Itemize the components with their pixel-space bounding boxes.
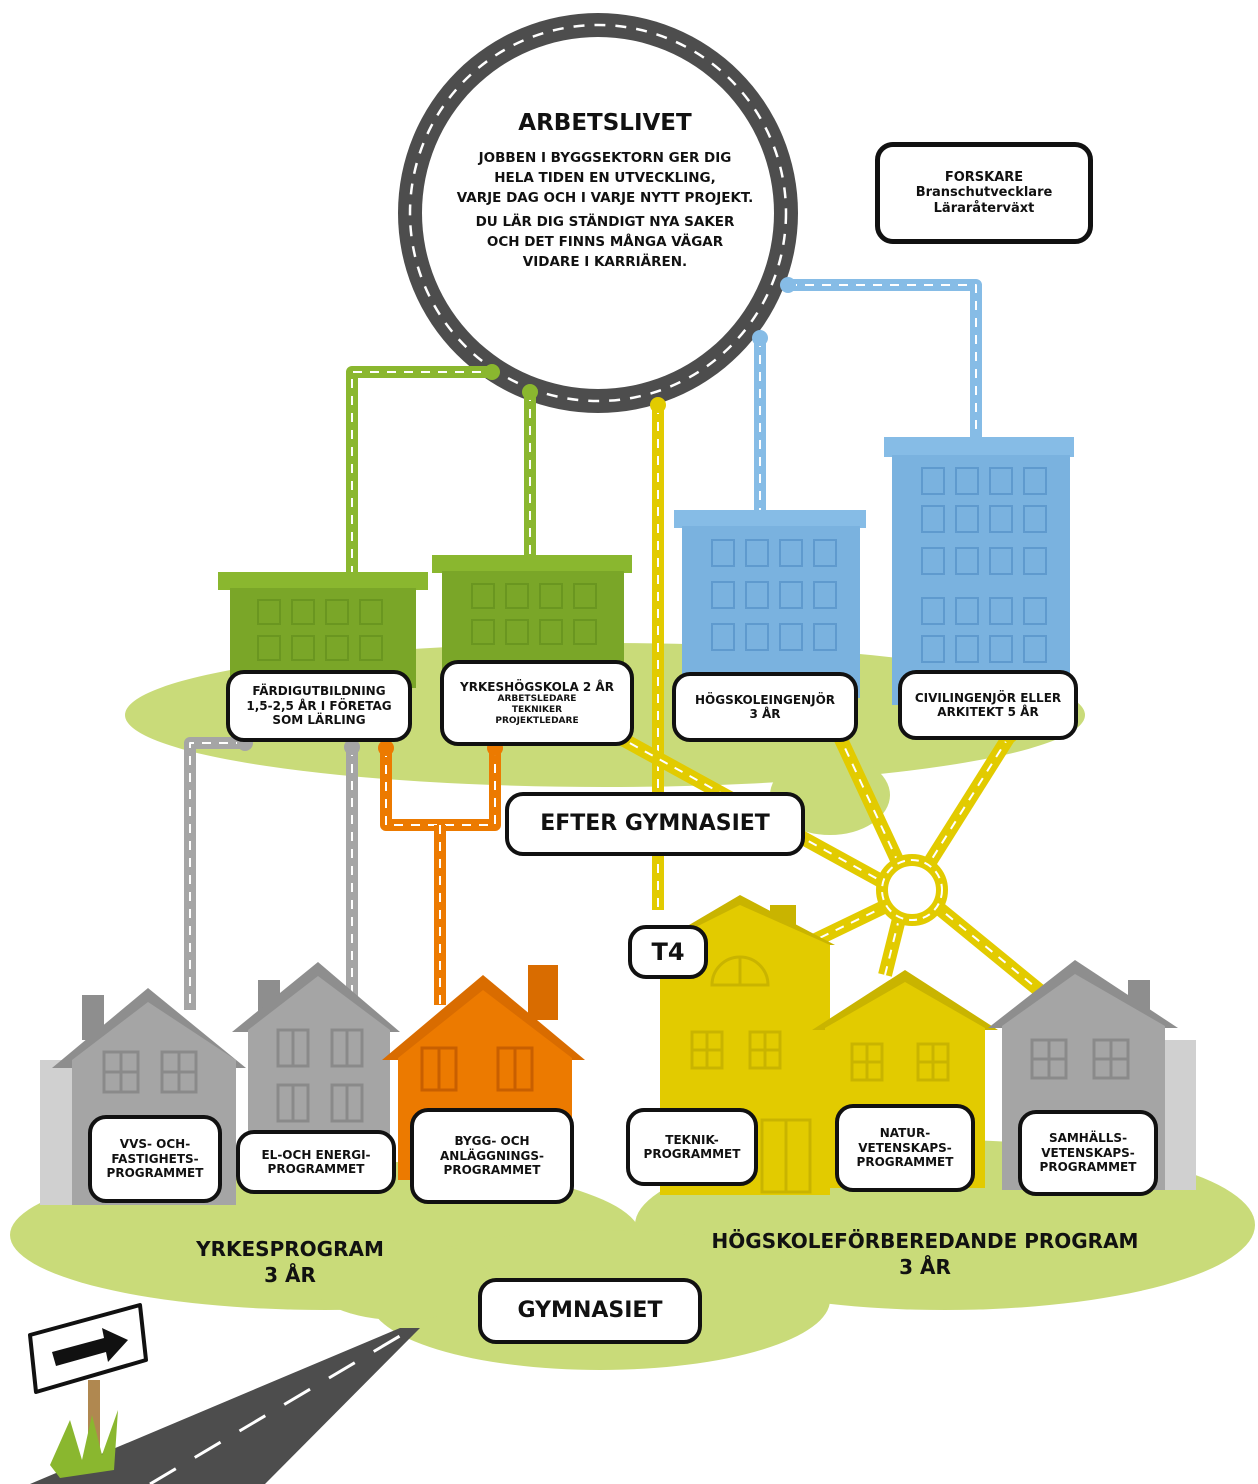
arbetslivet-text: VIDARE I KARRIÄREN. xyxy=(522,254,688,270)
label-efter-gymnasiet: EFTER GYMNASIET xyxy=(505,792,805,856)
blue-paths xyxy=(752,277,982,520)
gray-paths xyxy=(184,735,360,1010)
forskare-line: Branschutvecklare xyxy=(915,185,1053,201)
gray-house-el xyxy=(232,962,400,1175)
arbetslivet-text: VARJE DAG OCH I VARJE NYTT PROJEKT. xyxy=(456,190,754,206)
label-vvs-program: VVS- OCH- FASTIGHETS- PROGRAMMET xyxy=(88,1115,222,1203)
arbetslivet-text: JOBBEN I BYGGSEKTORN GER DIG xyxy=(478,150,732,166)
arbetslivet-title: ARBETSLIVET xyxy=(518,110,692,136)
arbetslivet-text: HELA TIDEN EN UTVECKLING, xyxy=(494,170,716,186)
forskare-line: Läraråterväxt xyxy=(933,200,1035,216)
orange-paths xyxy=(378,740,503,1005)
roundabout-ring xyxy=(398,13,798,413)
caption-yrkesprogram: YRKESPROGRAM 3 ÅR xyxy=(196,1237,384,1287)
blue-building-2 xyxy=(884,437,1074,705)
label-gymnasiet: GYMNASIET xyxy=(478,1278,702,1344)
road xyxy=(30,1328,420,1484)
label-teknik-program: TEKNIK- PROGRAMMET xyxy=(626,1108,758,1186)
blue-building-1 xyxy=(674,510,866,698)
arbetslivet-block: ARBETSLIVET JOBBEN I BYGGSEKTORN GER DIG… xyxy=(430,110,780,272)
label-samhall-program: SAMHÄLLS- VETENSKAPS- PROGRAMMET xyxy=(1018,1110,1158,1196)
label-bygg-program: BYGG- OCH ANLÄGGNINGS- PROGRAMMET xyxy=(410,1108,574,1204)
label-natur-program: NATUR- VETENSKAPS- PROGRAMMET xyxy=(835,1104,975,1192)
label-fardigutbildning: FÄRDIGUTBILDNING 1,5-2,5 ÅR I FÖRETAG SO… xyxy=(226,670,412,742)
arbetslivet-text: DU LÄR DIG STÄNDIGT NYA SAKER xyxy=(475,214,735,230)
label-yrkeshogskola: YRKESHÖGSKOLA 2 ÅR ARBETSLEDARE TEKNIKER… xyxy=(440,660,634,746)
arbetslivet-text: OCH DET FINNS MÅNGA VÄGAR xyxy=(486,234,724,250)
label-civilingenjor: CIVILINGENJÖR ELLER ARKITEKT 5 ÅR xyxy=(898,670,1078,740)
caption-hogskoleforberedande: HÖGSKOLEFÖRBEREDANDE PROGRAM 3 ÅR xyxy=(711,1229,1139,1279)
label-hogskoleingenjor: HÖGSKOLEINGENJÖR 3 ÅR xyxy=(672,672,858,742)
signpost xyxy=(28,1303,148,1478)
green-paths xyxy=(346,364,538,575)
label-el-program: EL-OCH ENERGI- PROGRAMMET xyxy=(236,1130,396,1194)
forskare-box: FORSKARE Branschutvecklare Läraråterväxt xyxy=(875,142,1093,244)
arrow-right-icon xyxy=(52,1328,128,1366)
label-t4: T4 xyxy=(628,925,708,979)
forskare-line: FORSKARE xyxy=(944,169,1024,185)
